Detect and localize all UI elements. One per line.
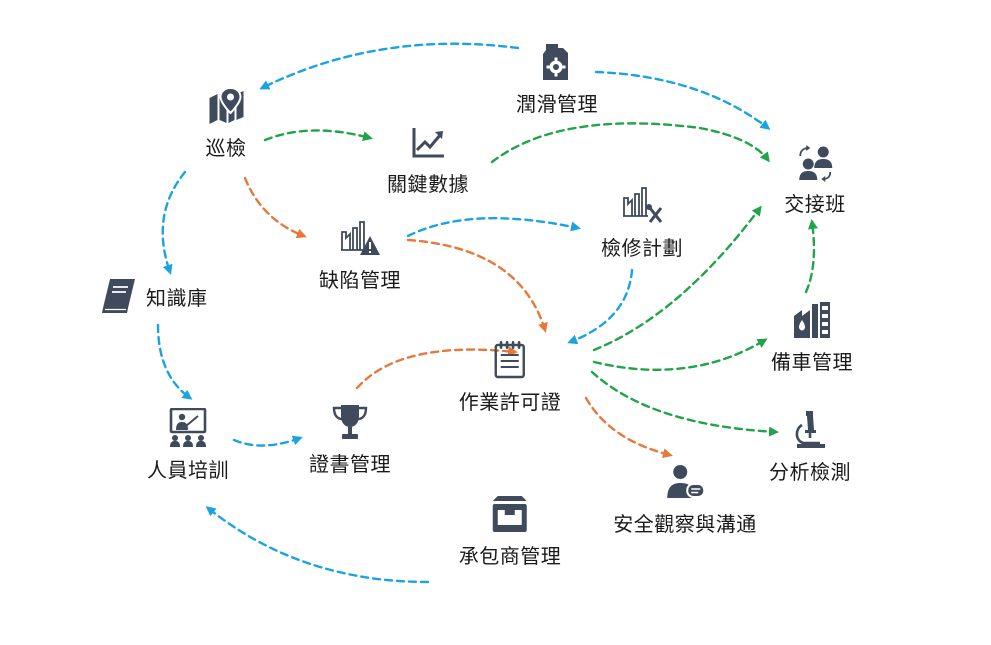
label-maintenance-plan: 檢修計劃	[601, 236, 683, 260]
node-shift-handover[interactable]: 交接班	[784, 142, 846, 217]
node-work-permit[interactable]: 作業許可證	[459, 340, 562, 415]
plant-tools-icon	[623, 187, 662, 223]
node-patrol[interactable]: 巡檢	[206, 86, 247, 161]
node-contractor-mgmt[interactable]: 承包商管理	[459, 494, 562, 569]
edge-defect-to-maintplan	[406, 217, 581, 238]
trophy-icon	[332, 405, 368, 439]
edge-certificate-to-permit	[355, 346, 518, 390]
edge-training-to-certificate	[232, 435, 303, 447]
edge-sparevehicle-to-shift	[804, 219, 818, 294]
microscope-icon	[795, 411, 825, 448]
notepad-icon	[494, 341, 526, 379]
label-lubrication: 潤滑管理	[516, 92, 598, 116]
edge-contractor-to-training	[205, 506, 430, 584]
node-key-data[interactable]: 關鍵數據	[387, 122, 469, 197]
label-defect-mgmt: 缺陷管理	[319, 268, 401, 292]
factory-drop-icon	[794, 302, 830, 338]
label-shift-handover: 交接班	[784, 192, 846, 216]
oil-can-gear-icon	[543, 44, 568, 80]
edge-defect-to-permit	[406, 238, 548, 333]
edge-lubrication-to-shift	[594, 70, 771, 130]
edge-keydata-to-shift	[490, 122, 770, 164]
edge-permit-to-shift	[592, 205, 762, 352]
node-analysis[interactable]: 分析檢測	[769, 410, 851, 485]
edge-permit-to-sparevehicle	[592, 338, 768, 371]
node-spare-vehicle[interactable]: 備車管理	[771, 300, 853, 375]
presentation-icon	[169, 408, 207, 447]
label-contractor-mgmt: 承包商管理	[458, 544, 562, 568]
label-spare-vehicle: 備車管理	[771, 350, 853, 374]
node-personnel-training[interactable]: 人員培訓	[147, 408, 229, 483]
map-pin-icon	[209, 86, 243, 124]
label-work-permit: 作業許可證	[458, 390, 562, 414]
user-chat-icon	[667, 465, 705, 498]
label-patrol: 巡檢	[205, 136, 247, 160]
edge-patrol-to-keydata	[263, 129, 373, 142]
label-key-data: 關鍵數據	[387, 172, 469, 196]
node-safety-observation[interactable]: 安全觀察與溝通	[613, 462, 757, 537]
label-knowledge-base: 知識庫	[146, 285, 208, 310]
label-safety-observation: 安全觀察與溝通	[613, 512, 757, 536]
node-maintenance-plan[interactable]: 檢修計劃	[601, 186, 683, 261]
node-defect-mgmt[interactable]: 缺陷管理	[319, 218, 401, 293]
edge-permit-to-analysis	[590, 370, 779, 437]
plant-warning-icon	[341, 221, 380, 255]
edge-patrol-to-knowledge	[161, 170, 187, 275]
edge-permit-to-safety	[584, 396, 673, 459]
node-knowledge-base[interactable]: 知識庫	[98, 276, 208, 316]
label-personnel-training: 人員培訓	[147, 458, 229, 482]
inbox-tray-icon	[493, 496, 527, 532]
user-swap-icon	[799, 145, 832, 182]
label-analysis: 分析檢測	[769, 460, 851, 484]
edge-maintplan-to-permit	[567, 268, 634, 345]
book-icon	[102, 279, 135, 313]
node-certificate-mgmt[interactable]: 證書管理	[309, 402, 391, 477]
edge-patrol-to-defect	[243, 176, 307, 239]
label-certificate-mgmt: 證書管理	[309, 452, 391, 476]
edge-knowledge-to-training	[156, 323, 193, 400]
edge-lubrication-to-patrol	[259, 42, 520, 90]
line-chart-icon	[412, 128, 444, 158]
node-lubrication[interactable]: 潤滑管理	[516, 42, 598, 117]
